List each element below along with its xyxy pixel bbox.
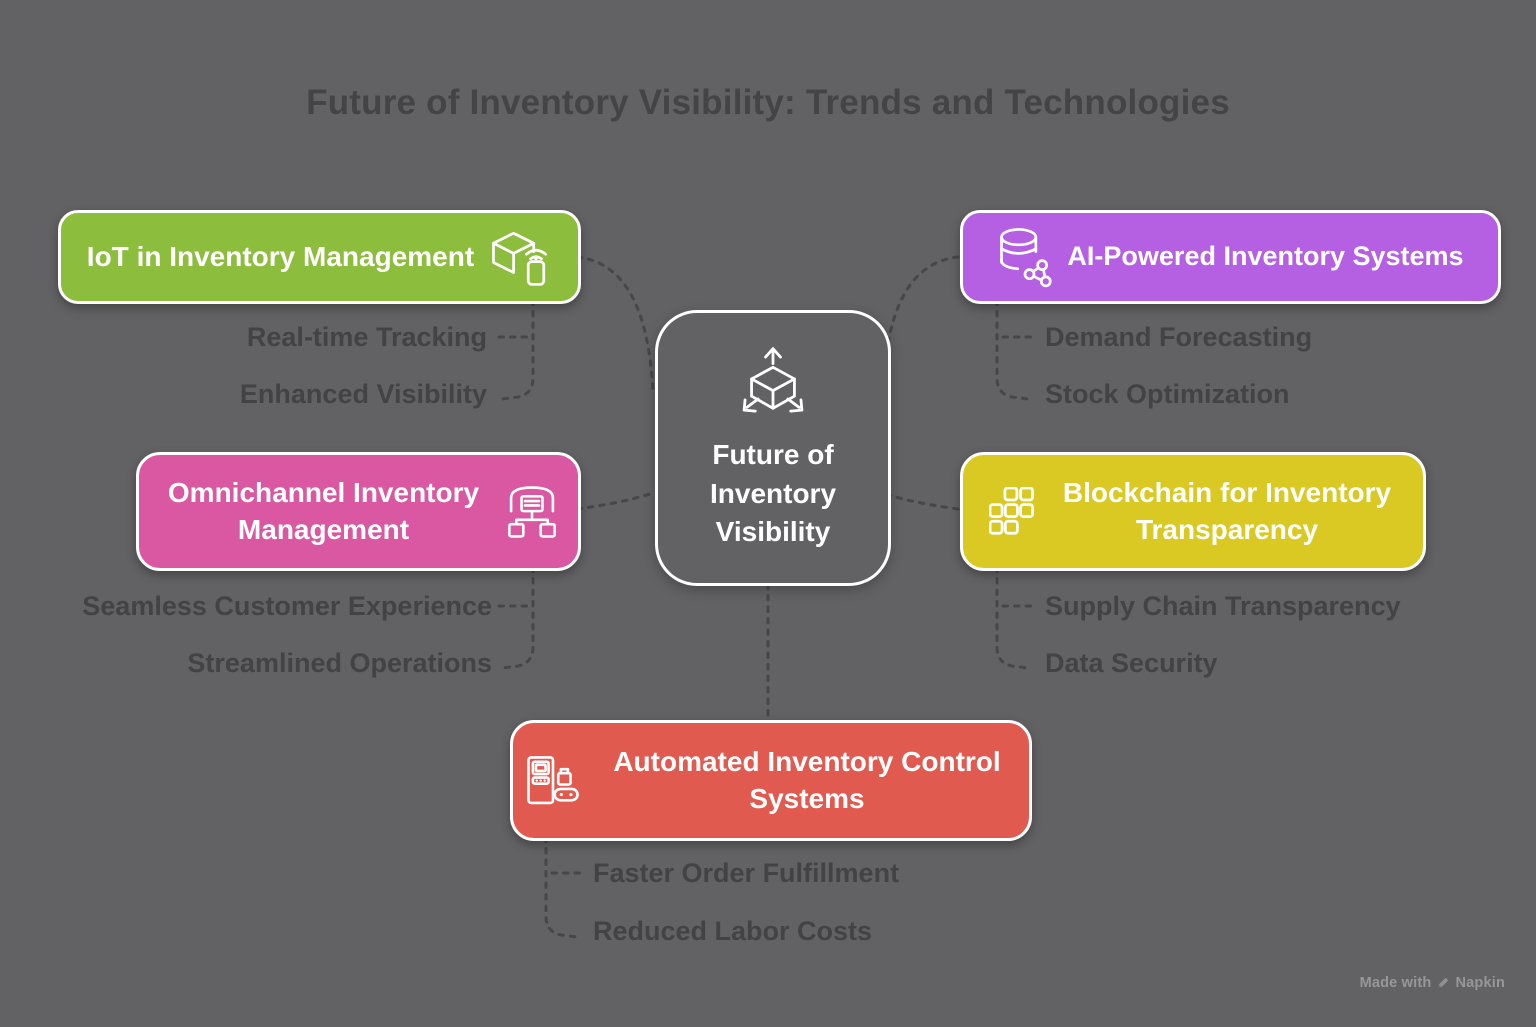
cube-distribution-icon — [732, 344, 814, 426]
node-automated-inventory-control-systems: Automated Inventory Control Systems — [510, 720, 1032, 841]
branch-blockchain-children — [995, 565, 1030, 670]
branch-ai-children — [995, 298, 1030, 401]
node-iot-in-inventory-management: IoT in Inventory Management — [58, 210, 581, 304]
node-label: AI-Powered Inventory Systems — [1067, 241, 1464, 272]
node-label: IoT in Inventory Management — [86, 240, 475, 272]
node-label: Omnichannel Inventory Management — [167, 477, 480, 545]
watermark-brand: Napkin — [1455, 975, 1505, 991]
node-ai-powered-inventory-systems: AI-Powered Inventory Systems — [960, 210, 1501, 304]
node-blockchain-for-inventory-transparency: Blockchain for Inventory Transparency — [960, 452, 1426, 571]
node-label: Automated Inventory Control Systems — [613, 746, 1001, 814]
connector-blockchain-to-center — [880, 491, 960, 511]
child-label-demand-forecasting: Demand Forecasting — [1045, 322, 1313, 352]
pen-icon — [1437, 977, 1449, 989]
child-label-seamless-customer-experience: Seamless Customer Experience — [82, 591, 492, 621]
connector-ai-to-center — [881, 255, 960, 394]
branch-automation-children — [544, 835, 579, 939]
child-label-supply-chain-transparency: Supply Chain Transparency — [1045, 591, 1401, 621]
center-node-future-of-inventory-visibility: Future of Inventory Visibility — [655, 310, 891, 586]
connector-omnichannel-to-center — [575, 491, 655, 511]
node-omnichannel-inventory-management: Omnichannel Inventory Management — [136, 452, 581, 571]
ai-database-network-icon — [997, 226, 1053, 288]
child-label-reduced-labor-costs: Reduced Labor Costs — [593, 916, 873, 946]
diagram-title: Future of Inventory Visibility: Trends a… — [306, 83, 1230, 122]
child-label-real-time-tracking: Real-time Tracking — [246, 322, 487, 352]
branch-iot-children — [500, 298, 535, 401]
robot-conveyor-icon — [525, 755, 581, 807]
child-label-faster-order-fulfillment: Faster Order Fulfillment — [593, 858, 900, 888]
watermark-prefix: Made with — [1359, 975, 1432, 991]
connector-iot-to-center — [575, 255, 655, 394]
watermark: Made with Napkin — [1360, 975, 1505, 991]
blockchain-blocks-icon — [989, 486, 1043, 537]
node-label: Blockchain for Inventory Transparency — [1062, 477, 1392, 545]
iot-package-phone-icon — [488, 227, 552, 287]
child-label-streamlined-operations: Streamlined Operations — [187, 648, 492, 678]
child-label-enhanced-visibility: Enhanced Visibility — [239, 379, 487, 409]
child-label-stock-optimization: Stock Optimization — [1045, 379, 1290, 409]
center-node-label: Future of Inventory Visibility — [709, 439, 837, 548]
branch-omnichannel-children — [500, 565, 535, 670]
child-label-data-security: Data Security — [1045, 648, 1218, 678]
warehouse-distribution-icon — [505, 483, 559, 541]
